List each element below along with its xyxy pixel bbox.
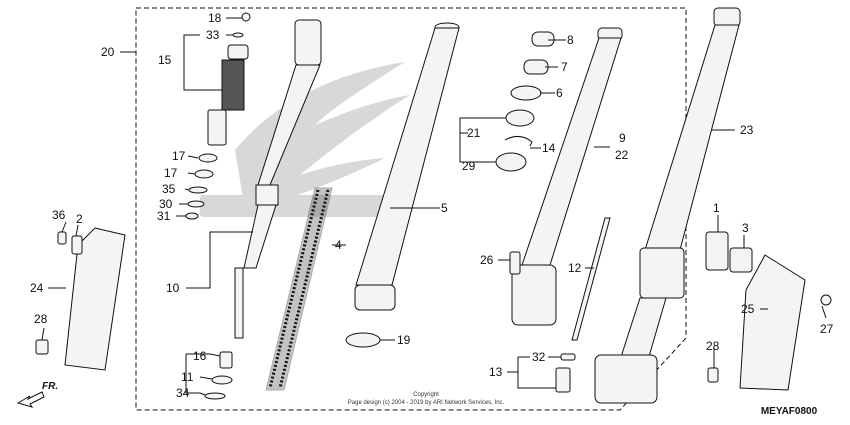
seal-bushing-set <box>495 31 555 172</box>
callout-24: 24 <box>30 281 44 295</box>
callout-28-left: 28 <box>34 312 48 326</box>
callout-21: 21 <box>467 126 481 140</box>
callout-18: 18 <box>208 11 222 25</box>
callout-9: 9 <box>619 131 626 145</box>
leader-lines <box>41 17 827 396</box>
front-direction-indicator: FR. <box>16 381 58 408</box>
callout-4: 4 <box>335 238 342 252</box>
callout-20: 20 <box>101 45 115 59</box>
callout-33: 33 <box>206 28 220 42</box>
watermark-logo <box>200 62 410 217</box>
protector-rod <box>571 217 611 341</box>
axle-bolt <box>509 251 521 275</box>
callout-14: 14 <box>542 141 556 155</box>
callout-6: 6 <box>556 86 563 100</box>
callout-labels: 20 18 33 15 17 17 35 30 31 10 16 11 34 4… <box>30 11 834 400</box>
outer-tube <box>354 22 460 311</box>
callout-22: 22 <box>615 148 629 162</box>
callout-16: 16 <box>193 349 207 363</box>
callout-17b: 17 <box>164 166 178 180</box>
bolt-28-right <box>707 367 719 383</box>
callout-13: 13 <box>489 365 503 379</box>
direction-label: FR. <box>42 381 58 392</box>
callout-7: 7 <box>561 60 568 74</box>
callout-8: 8 <box>567 33 574 47</box>
callout-34: 34 <box>176 386 190 400</box>
callout-36: 36 <box>52 208 66 222</box>
callout-15: 15 <box>158 53 172 67</box>
bleed-fitting <box>555 353 576 393</box>
callout-23: 23 <box>740 123 754 137</box>
clip-2 <box>71 235 83 255</box>
bolt-28-left <box>35 339 49 355</box>
callout-1: 1 <box>713 201 720 215</box>
oil-seal-ring <box>345 332 381 348</box>
copyright-line-1: Copyright <box>413 392 439 398</box>
callout-5: 5 <box>441 201 448 215</box>
guard-bolt-right <box>820 294 832 306</box>
callout-30: 30 <box>159 197 173 211</box>
callout-31: 31 <box>157 209 171 223</box>
right-fork-leg <box>594 7 741 404</box>
damper-rod <box>234 19 322 339</box>
callout-2: 2 <box>76 212 83 226</box>
callout-35: 35 <box>162 182 176 196</box>
callout-3: 3 <box>742 221 749 235</box>
callout-10: 10 <box>166 281 180 295</box>
guard-bracket <box>705 231 753 273</box>
callout-17a: 17 <box>172 149 186 163</box>
callout-11: 11 <box>181 370 194 384</box>
right-fork-guard <box>739 254 806 391</box>
inner-tube <box>511 27 623 326</box>
fork-spring <box>265 187 333 391</box>
lower-small-parts <box>204 351 233 400</box>
damper-cap-assembly <box>185 12 251 220</box>
bolt-36 <box>57 231 67 245</box>
front-arrow-icon <box>16 391 45 408</box>
callout-12: 12 <box>568 261 582 275</box>
callout-19: 19 <box>397 333 411 347</box>
callout-26: 26 <box>480 253 494 267</box>
callout-28-right: 28 <box>706 339 720 353</box>
callout-25: 25 <box>741 302 755 316</box>
callout-29: 29 <box>462 159 476 173</box>
callout-27: 27 <box>820 322 834 336</box>
diagram-code: MEYAF0800 <box>761 406 818 417</box>
callout-32: 32 <box>532 350 546 364</box>
copyright-line-2: Page design (c) 2004 - 2019 by ARI Netwo… <box>348 400 505 406</box>
